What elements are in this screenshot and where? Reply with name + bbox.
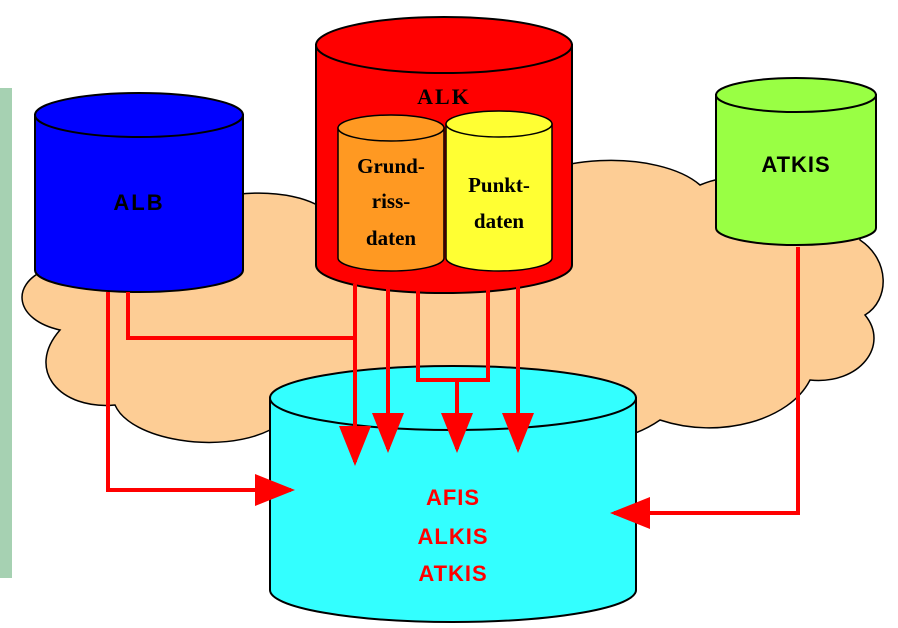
alb-label: ALB (113, 190, 164, 215)
target-label-afis: AFIS (426, 485, 480, 510)
alk-database: ALK Grund- riss- daten Punkt- daten (315, 16, 573, 294)
grundrissdaten-database: Grund- riss- daten (337, 114, 445, 272)
arrow-atkis-to-target (610, 247, 800, 529)
arrow-alb-to-target-left (106, 292, 295, 506)
connector-arrows (106, 247, 800, 529)
side-bar (0, 88, 12, 578)
atkis-database: ATKIS (715, 77, 877, 246)
punkt-label-line2: daten (474, 209, 524, 233)
target-label-atkis: ATKIS (418, 561, 487, 586)
target-label-alkis: ALKIS (418, 524, 489, 549)
alb-database: ALB (34, 92, 244, 293)
afis-alkis-atkis-database: AFIS ALKIS ATKIS (269, 365, 637, 623)
punktdaten-database: Punkt- daten (445, 110, 553, 272)
punkt-label-line1: Punkt- (468, 173, 530, 197)
atkis-label: ATKIS (761, 152, 830, 177)
grundriss-label-line3: daten (366, 226, 416, 250)
alk-label: ALK (417, 84, 471, 109)
arrow-alk-merge-left (416, 284, 473, 453)
grundriss-label-line2: riss- (372, 189, 411, 213)
grundriss-label-line1: Grund- (357, 154, 425, 178)
arrow-alk-merge-right (457, 284, 490, 382)
